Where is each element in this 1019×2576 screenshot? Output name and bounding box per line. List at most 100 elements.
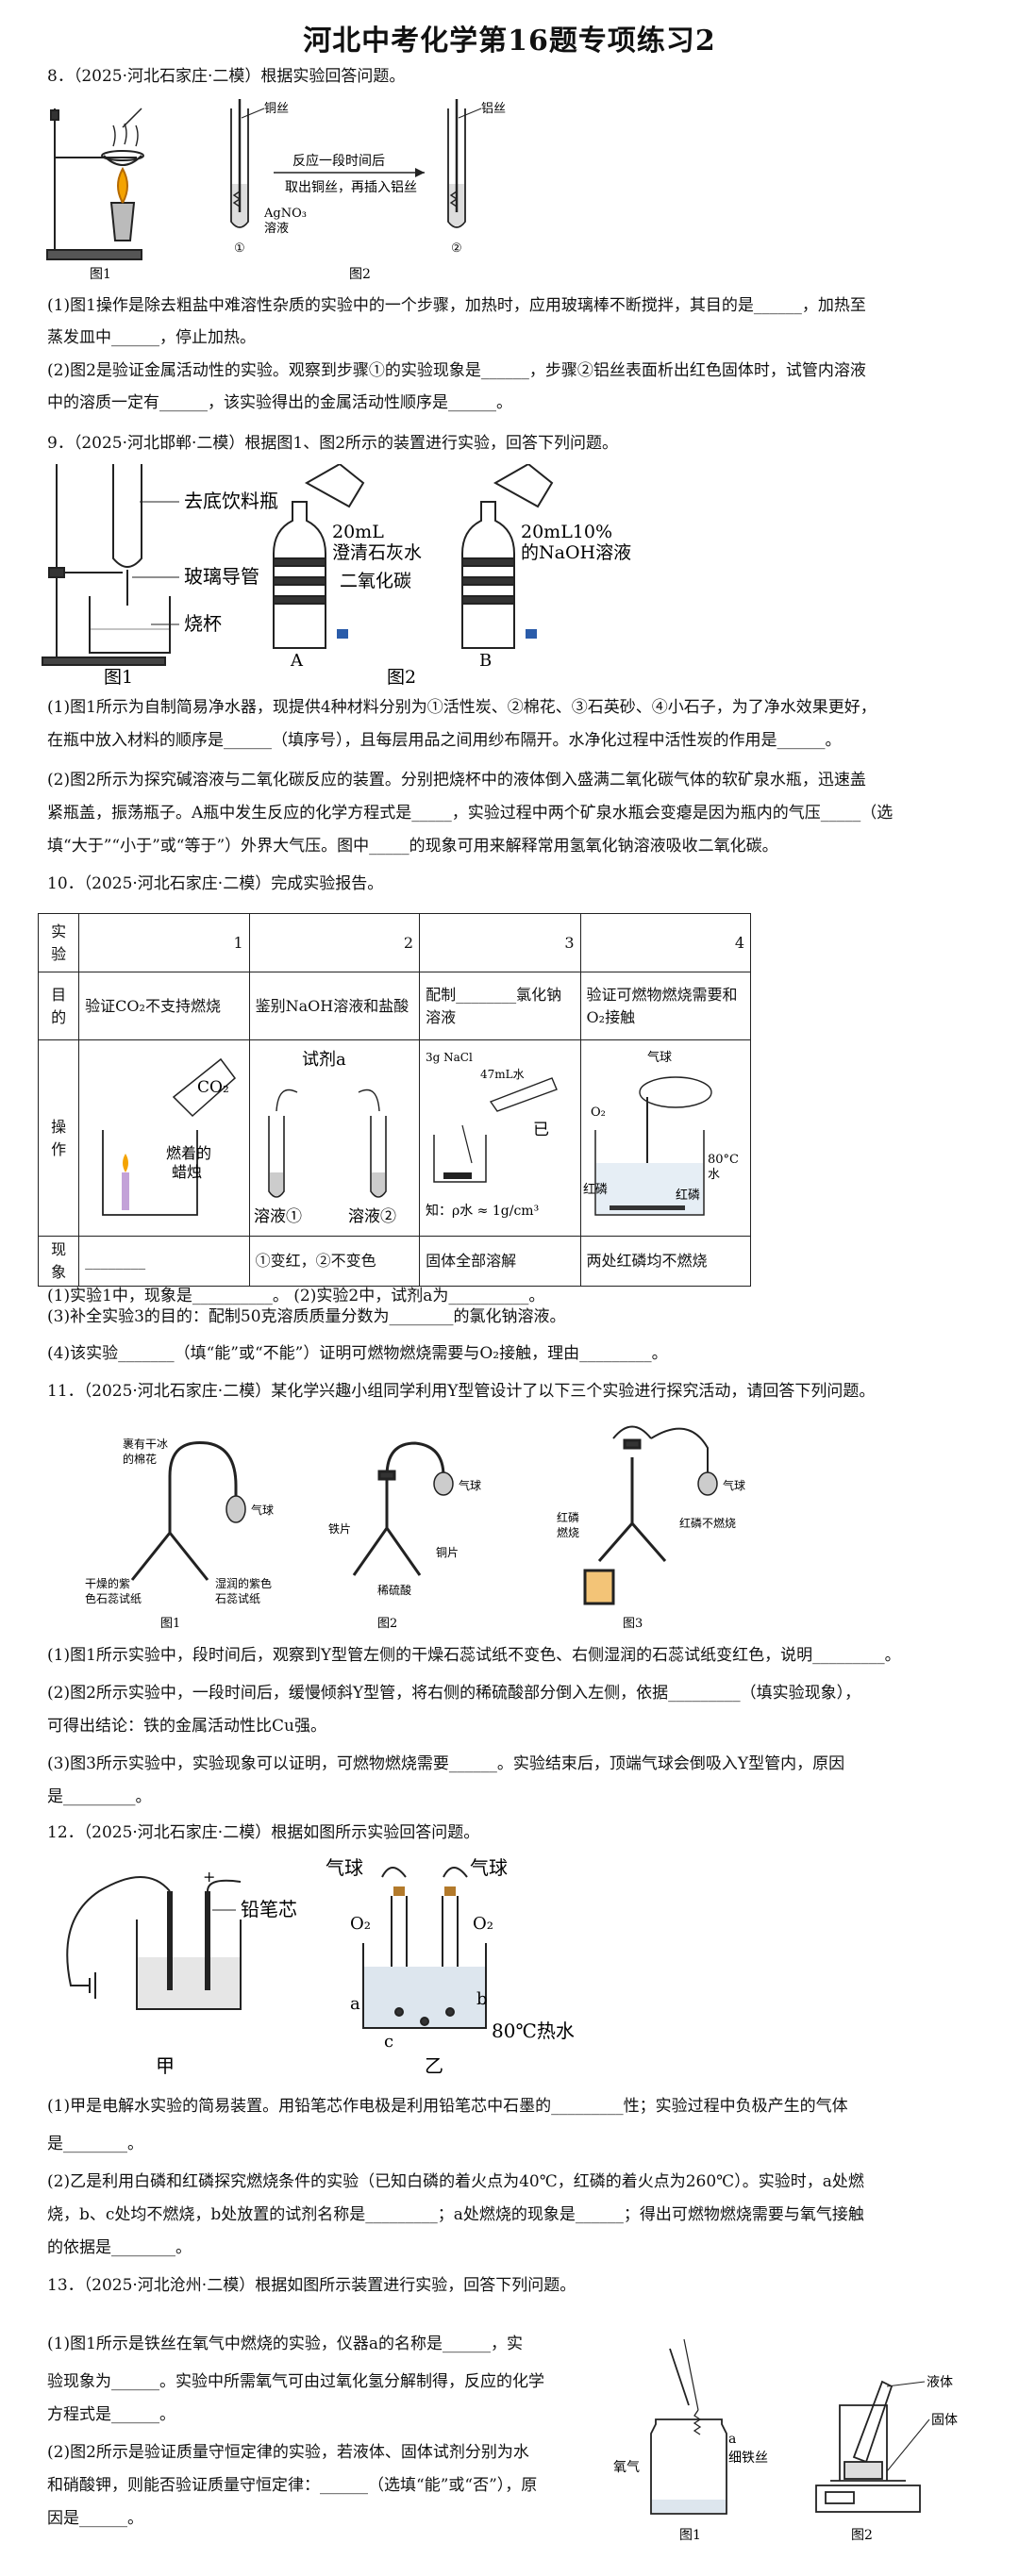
label-balloon-3: 气球 bbox=[723, 1478, 745, 1492]
label-red-p-left: 红磷 bbox=[583, 1182, 608, 1197]
q9-figure: 去底饮料瓶 玻璃导管 烧杯 图1 20mL 澄清石灰水 二氧化碳 A 20mL1… bbox=[42, 464, 631, 686]
y-tube-icon-1 bbox=[130, 1440, 246, 1581]
label-jia: 甲 bbox=[156, 2054, 175, 2077]
q13-line2: 验现象为______。实验中所需氧气可由过氧化氢分解制得，反应的化学 bbox=[47, 2372, 544, 2391]
q13-line5: 和硝酸钾，则能否验证质量守恒定律：______（选填“能”或“否”），原 bbox=[47, 2476, 538, 2495]
q9-heading: 9．（2025·河北邯郸·二模）根据图1、图2所示的装置进行实验，回答下列问题。 bbox=[47, 434, 619, 453]
q13-heading: 13．（2025·河北沧州·二模）根据如图所示装置进行实验，回答下列问题。 bbox=[47, 2276, 576, 2295]
label-balloon-1: 气球 bbox=[251, 1503, 274, 1517]
q11-line5: 是_________。 bbox=[47, 1787, 152, 1806]
label-point-a: a bbox=[350, 1994, 360, 2014]
nacl-prep-icon: 3g NaCl 47mL水 已 知：ρ水 ≈ 1g/cm³ bbox=[426, 1051, 559, 1219]
q13-line4: (2)图2所示是验证质量守恒定律的实验，若液体、固体试剂分别为水 bbox=[47, 2443, 529, 2462]
label-point-b: b bbox=[476, 1989, 488, 2009]
balance-icon bbox=[815, 2380, 921, 2513]
phen-2: ①变红，②不变色 bbox=[248, 1236, 421, 1287]
row-head-goal: 目的 bbox=[37, 972, 80, 1040]
bottle-a-icon bbox=[273, 464, 365, 649]
q13-line3: 方程式是______。 bbox=[47, 2405, 175, 2424]
row-head-op: 操作 bbox=[37, 1039, 80, 1237]
q8-line2: 蒸发皿中______，停止加热。 bbox=[47, 328, 256, 347]
y-tube-icon-2 bbox=[352, 1441, 454, 1576]
reagent-tubes-icon: 试剂a 溶液① 溶液② bbox=[254, 1050, 396, 1226]
q12-heading: 12．（2025·河北石家庄·二模）根据如图所示实验回答问题。 bbox=[47, 1823, 480, 1842]
label-o2: O₂ bbox=[591, 1105, 606, 1120]
label-red-p-not-burn: 红磷不燃烧 bbox=[679, 1516, 736, 1530]
q11-fig2-caption: 图2 bbox=[377, 1617, 397, 1631]
label-step1: ① bbox=[234, 241, 245, 256]
label-nacl: 3g NaCl bbox=[426, 1051, 473, 1064]
electrolysis-icon bbox=[66, 1876, 242, 2010]
label-naoh-volume: 20mL10% bbox=[521, 522, 612, 542]
q11-figure: 裹有干冰 的棉花 气球 干燥的紫 色石蕊试纸 湿润的紫色 石蕊试纸 图1 气球 … bbox=[85, 1425, 745, 1631]
label-dry-paper2: 色石蕊试纸 bbox=[85, 1591, 142, 1605]
evaporation-apparatus-icon bbox=[46, 108, 144, 260]
table-row: 现象 ________ ①变红，②不变色 固体全部溶解 两处红磷均不燃烧 bbox=[37, 1236, 752, 1287]
label-dry-ice1: 裹有干冰 bbox=[123, 1437, 168, 1451]
q8-fig2-caption: 图2 bbox=[349, 267, 371, 282]
q11-line3: 可得出结论：铁的金属活动性比Cu强。 bbox=[47, 1717, 326, 1736]
q13-line6: 因是______。 bbox=[47, 2509, 143, 2528]
q8-fig1-caption: 图1 bbox=[90, 267, 111, 282]
q8-line4: 中的溶质一定有______，该实验得出的金属活动性顺序是______。 bbox=[47, 393, 512, 412]
label-iron: 铁片 bbox=[328, 1522, 351, 1536]
water-purifier-icon bbox=[42, 464, 171, 666]
label-candle1: 燃着的 bbox=[166, 1144, 211, 1162]
table-row: 目的 验证CO₂不支持燃烧 鉴别NaOH溶液和盐酸 配制________氯化钠溶… bbox=[37, 972, 752, 1040]
label-solution: 溶液 bbox=[264, 222, 289, 236]
q12-line4: 烧，b、c处均不燃烧，b处放置的试剂名称是_________；a处燃烧的现象是_… bbox=[47, 2205, 864, 2224]
label-limewater: 澄清石灰水 bbox=[332, 542, 422, 563]
label-phos-burn1: 红磷 bbox=[557, 1510, 579, 1524]
label-glass-tube: 玻璃导管 bbox=[184, 565, 259, 588]
goal-3: 配制________氯化钠溶液 bbox=[419, 972, 581, 1040]
label-iron-wire: 细铁丝 bbox=[728, 2451, 768, 2466]
label-solution1: 溶液① bbox=[254, 1207, 302, 1226]
col-1: 1 bbox=[78, 913, 250, 972]
label-copper: 铜片 bbox=[436, 1545, 459, 1559]
q12-line3: (2)乙是利用白磷和红磷探究燃烧条件的实验（已知白磷的着火点为40℃，红磷的着火… bbox=[47, 2172, 864, 2191]
q10-line1: (1)实验1中，现象是__________。 (2)实验2中，试剂a为_____… bbox=[47, 1287, 545, 1305]
q9-fig1-caption: 图1 bbox=[104, 667, 133, 686]
phen-3: 固体全部溶解 bbox=[419, 1236, 581, 1287]
q10-line2: (3)补全实验3的目的：配制50克溶质质量分数为________的氯化钠溶液。 bbox=[47, 1307, 566, 1326]
row-head-exp: 实验 bbox=[37, 913, 80, 972]
label-solid: 固体 bbox=[931, 2413, 958, 2428]
label-80c: 80°C bbox=[708, 1153, 739, 1167]
label-o2-right: O₂ bbox=[473, 1914, 493, 1934]
experiment-report-table: 实验 1 2 3 4 目的 验证CO₂不支持燃烧 鉴别NaOH溶液和盐酸 配制_… bbox=[37, 913, 752, 1287]
goal-4: 验证可燃物燃烧需要和O₂接触 bbox=[579, 972, 752, 1040]
label-lime-volume: 20mL bbox=[332, 522, 384, 542]
label-point-c: c bbox=[384, 2032, 393, 2052]
q10-heading: 10．（2025·河北石家庄·二模）完成实验报告。 bbox=[47, 874, 384, 893]
label-naoh: 的NaOH溶液 bbox=[521, 542, 631, 563]
label-arrow-bottom: 取出铜丝，再插入铝丝 bbox=[285, 180, 417, 195]
q9-line5: 填“大于”“小于”或“等于”）外界大气压。图中_____的现象可用来解释常用氢氧… bbox=[47, 837, 778, 856]
q11-heading: 11．（2025·河北石家庄·二模）某化学兴趣小组同学利用Y型管设计了以下三个实… bbox=[47, 1382, 876, 1401]
col-3: 3 bbox=[419, 913, 581, 972]
label-density: 知：ρ水 ≈ 1g/cm³ bbox=[426, 1203, 539, 1219]
test-tube-icon bbox=[230, 99, 249, 228]
q8-figure: 图1 铜丝 AgNO₃ 溶液 ① 图2 反应一段时间后 取出铜丝，再插入铝丝 铝… bbox=[46, 99, 506, 282]
label-acid: 稀硫酸 bbox=[377, 1583, 411, 1597]
combustion-beaker-icon bbox=[362, 1867, 487, 2029]
label-co2: 二氧化碳 bbox=[340, 571, 411, 591]
label-bottle-a: A bbox=[290, 651, 304, 671]
q11-line4: (3)图3所示实验中，实验现象可以证明，可燃物燃烧需要______。实验结束后，… bbox=[47, 1754, 845, 1773]
q13-figure: 氧气 a 细铁丝 图1 液体 固体 图2 bbox=[613, 2338, 958, 2543]
label-agno3: AgNO₃ bbox=[263, 207, 307, 221]
label-aluminum-wire: 铝丝 bbox=[481, 102, 506, 116]
goal-1: 验证CO₂不支持燃烧 bbox=[78, 972, 250, 1040]
q12-figure: + 铅笔芯 甲 气球 气球 O₂ O₂ a b c 80℃热水 乙 bbox=[66, 1856, 575, 2077]
label-dry-ice2: 的棉花 bbox=[123, 1452, 157, 1466]
table-row: 实验 1 2 3 4 bbox=[37, 913, 752, 972]
label-step2: ② bbox=[451, 241, 462, 256]
q11-line2: (2)图2所示实验中，一段时间后，缓慢倾斜Y型管，将右侧的稀硫酸部分倒入左侧，依… bbox=[47, 1684, 861, 1703]
test-tube-icon-2 bbox=[447, 99, 466, 228]
label-yi: 已 bbox=[533, 1121, 549, 1139]
table-row: 操作 CO₂ 燃着的 蜡烛 试剂a bbox=[37, 1039, 752, 1237]
label-wet-paper1: 湿润的紫色 bbox=[215, 1576, 272, 1590]
label-arrow-top: 反应一段时间后 bbox=[292, 153, 385, 169]
label-water: 47mL水 bbox=[480, 1068, 525, 1081]
label-reagent-a: 试剂a bbox=[302, 1050, 346, 1070]
